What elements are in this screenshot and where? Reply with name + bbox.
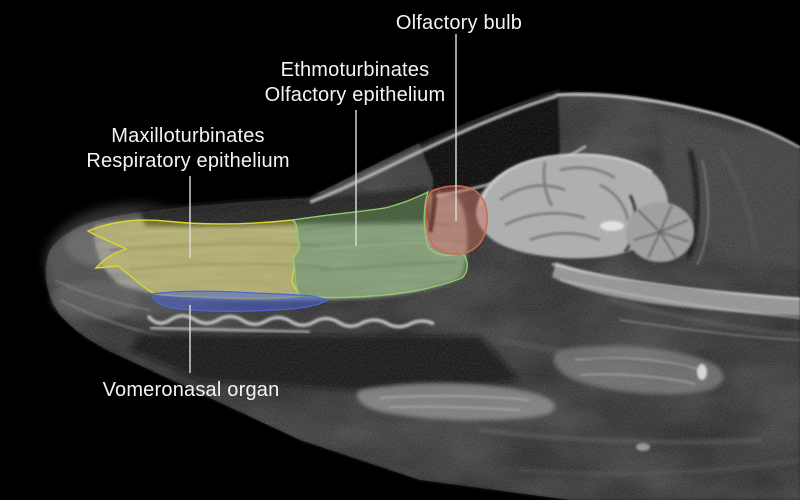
- label-ethmoturbinates-line2: Olfactory epithelium: [265, 84, 446, 106]
- label-vomeronasal-organ: Vomeronasal organ: [103, 379, 280, 401]
- label-maxilloturbinates-line2: Respiratory epithelium: [86, 150, 289, 172]
- region-vomeronasal-organ: [151, 290, 330, 312]
- region-ethmoturbinates: [291, 190, 468, 299]
- region-maxilloturbinates: [86, 219, 302, 300]
- label-olfactory-bulb: Olfactory bulb: [396, 12, 522, 34]
- label-maxilloturbinates-line1: Maxilloturbinates: [111, 125, 264, 147]
- label-ethmoturbinates-line1: Ethmoturbinates: [281, 59, 430, 81]
